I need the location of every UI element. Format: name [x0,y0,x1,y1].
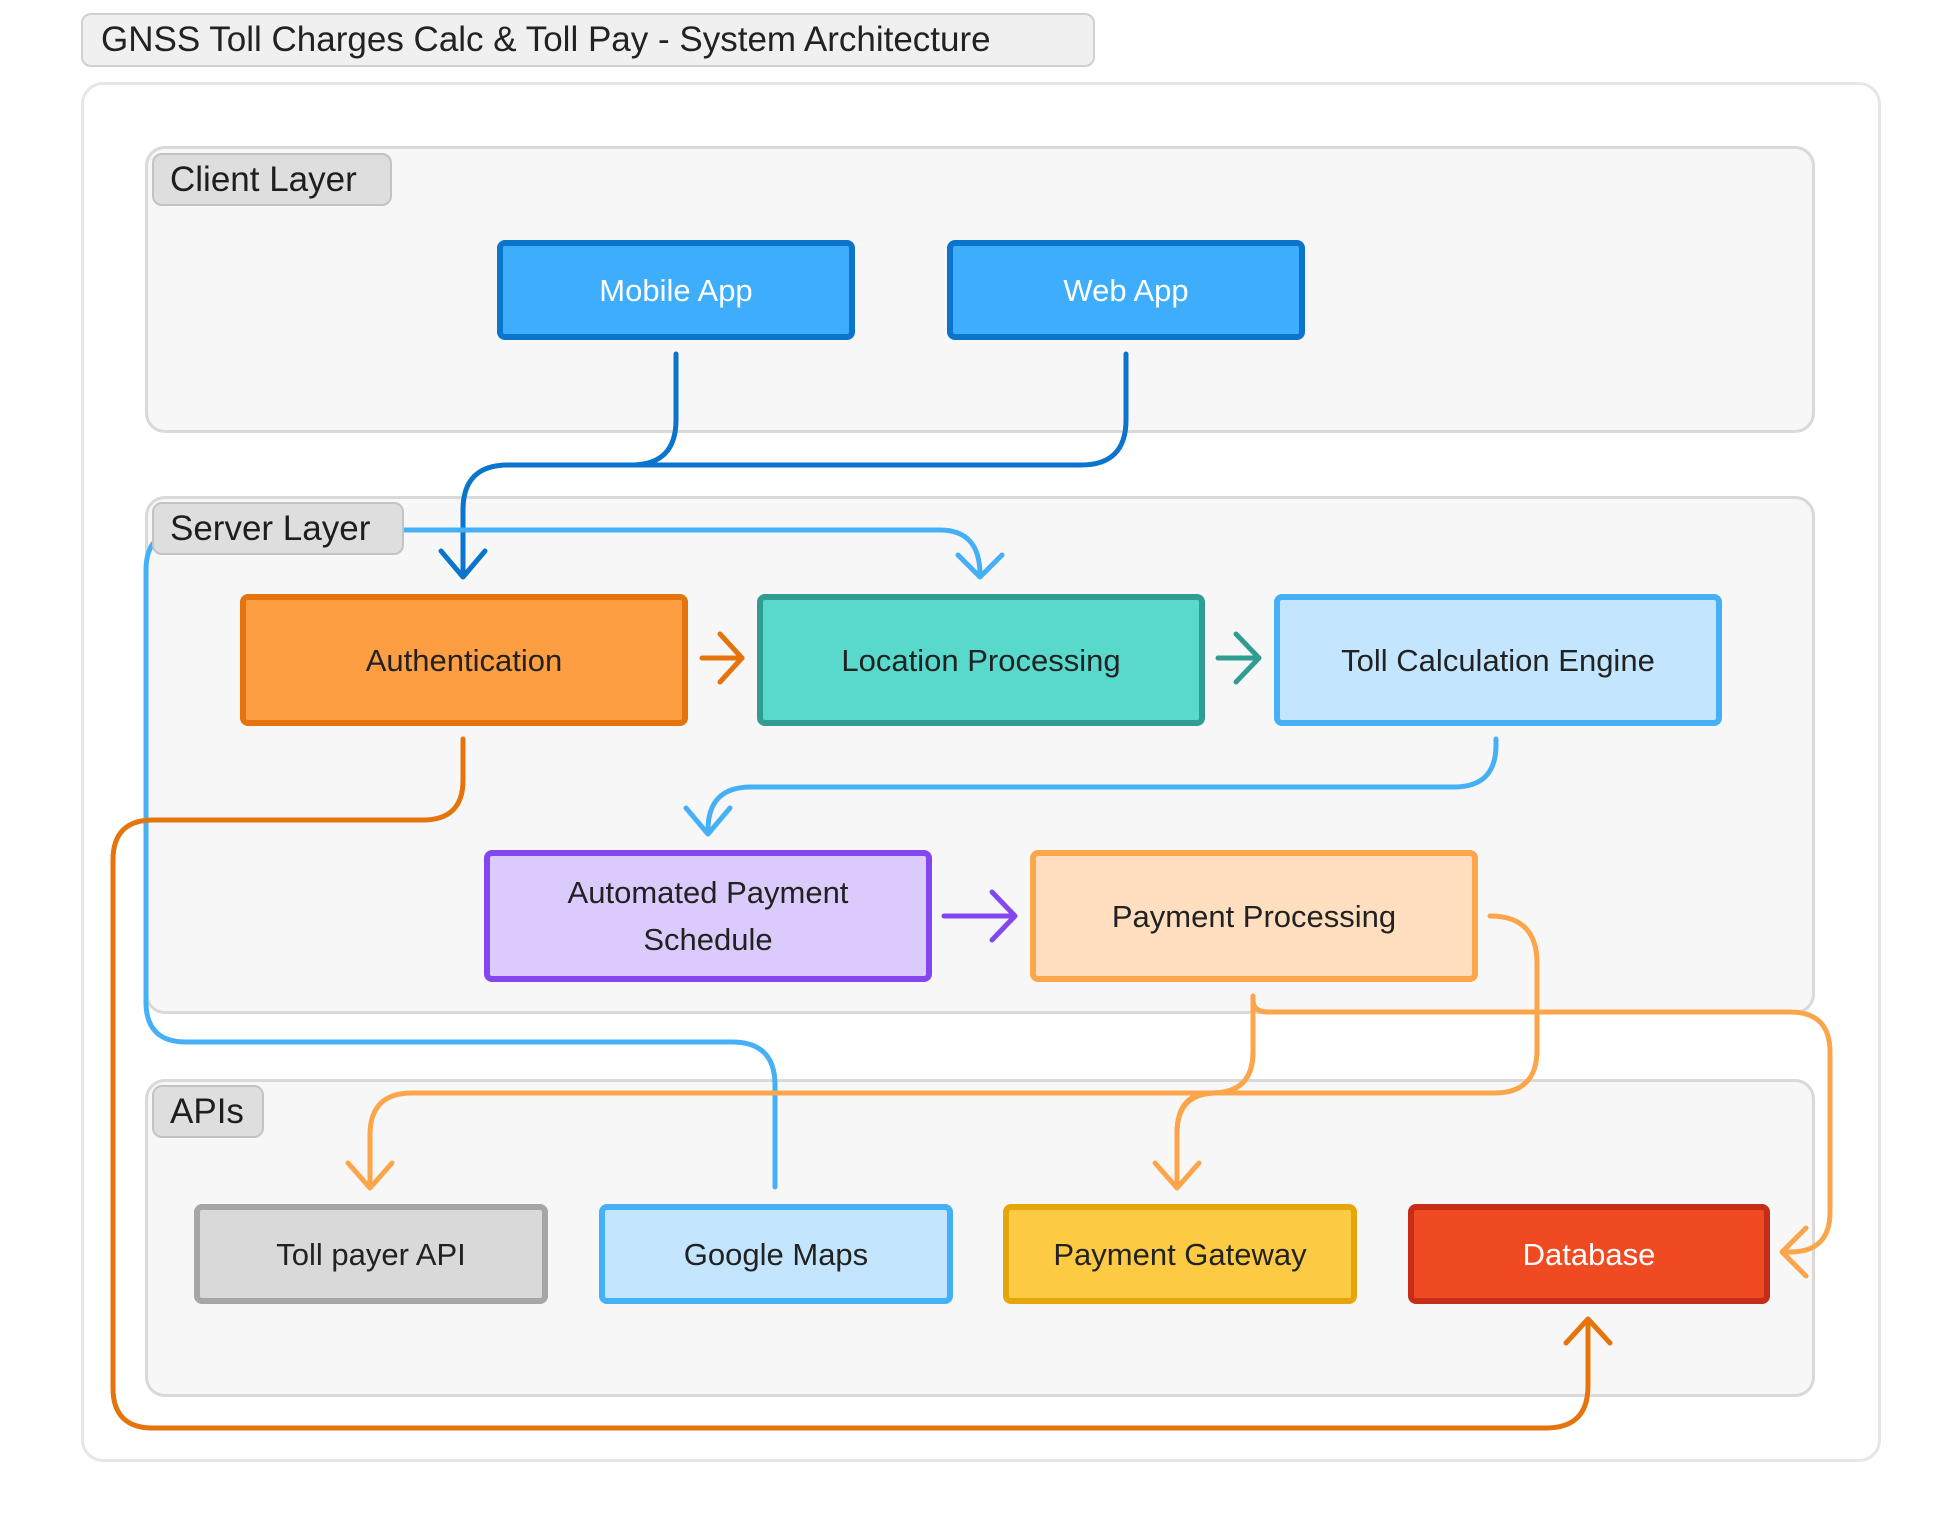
server-layer-label: Server Layer [152,502,404,555]
apis-layer-label: APIs [152,1085,264,1138]
diagram-title: GNSS Toll Charges Calc & Toll Pay - Syst… [81,13,1095,67]
web-app-node[interactable]: Web App [947,240,1305,340]
edge-mobile-to-authentication [438,351,679,580]
edge-location-to-tollcalc [1215,631,1262,685]
edge-payment-to-gateway-merge [1174,1049,1256,1136]
mobile-app-node[interactable]: Mobile App [497,240,855,340]
automated-payment-schedule-node[interactable]: Automated Payment Schedule [484,850,932,982]
edge-authentication-to-database [110,736,1613,1431]
authentication-node[interactable]: Authentication [240,594,688,726]
edge-payment-to-tollpayer [345,913,1540,1191]
edge-schedule-to-payment [941,889,1018,943]
location-processing-node[interactable]: Location Processing [757,594,1205,726]
edge-authentication-to-location [699,631,745,685]
toll-calculation-engine-node[interactable]: Toll Calculation Engine [1274,594,1722,726]
edge-googlemaps-to-location [143,527,1005,1190]
client-layer-label: Client Layer [152,153,392,206]
edge-payment-to-database [1250,993,1833,1279]
payment-gateway-node[interactable]: Payment Gateway [1003,1204,1357,1304]
toll-payer-api-node[interactable]: Toll payer API [194,1204,548,1304]
edge-tollcalc-to-schedule [683,736,1499,837]
database-node[interactable]: Database [1408,1204,1770,1304]
edge-web-to-authentication [627,351,1129,468]
server-layer [145,496,1815,1014]
payment-processing-node[interactable]: Payment Processing [1030,850,1478,982]
google-maps-node[interactable]: Google Maps [599,1204,953,1304]
